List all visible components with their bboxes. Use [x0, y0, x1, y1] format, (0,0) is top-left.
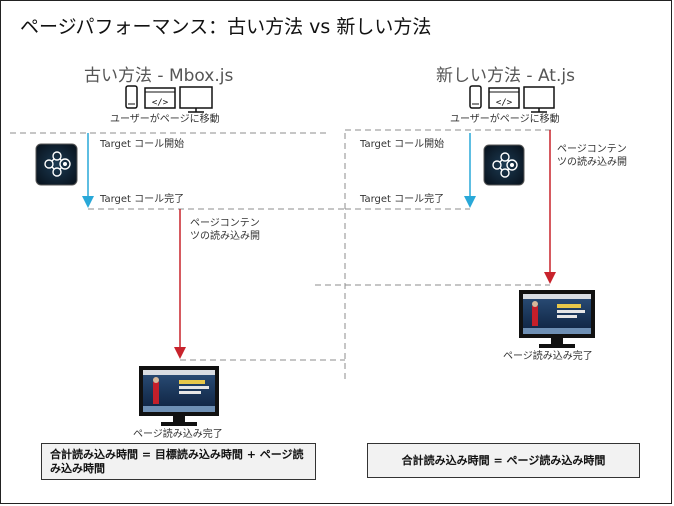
webpage-monitor-icon [519, 290, 595, 348]
old-target-start-label: Target コール開始 [100, 139, 185, 150]
phone-icon [469, 85, 482, 109]
old-page-complete-label: ページ読み込み完了 [133, 429, 223, 440]
new-target-start-label: Target コール開始 [360, 139, 445, 150]
target-hub-icon [35, 143, 78, 186]
monitor-icon [179, 86, 213, 113]
old-target-end-label: Target コール完了 [100, 194, 185, 205]
old-content-load-line1: ページコンテン [190, 218, 260, 229]
new-method-heading: 新しい方法 - At.js [436, 66, 575, 86]
svg-text:</>: </> [496, 98, 513, 108]
old-content-load-label: ページコンテン ツの読み込み開 [190, 217, 260, 243]
code-icon: </> [488, 87, 520, 109]
phone-icon [125, 85, 138, 109]
monitor-icon [523, 86, 555, 113]
old-content-load-line2: ツの読み込み開 [190, 231, 260, 242]
new-content-load-line1: ページコンテン [557, 144, 627, 155]
new-content-load-label: ページコンテン ツの読み込み開 [557, 143, 627, 169]
new-user-action-label: ユーザーがページに移動 [450, 114, 560, 125]
new-content-load-line2: ツの読み込み開 [557, 157, 627, 168]
new-total-time-formula: 合計読み込み時間 = ページ読み込み時間 [367, 443, 640, 478]
old-user-action-label: ユーザーがページに移動 [110, 114, 220, 125]
webpage-monitor-icon [139, 366, 219, 426]
new-target-end-label: Target コール完了 [360, 194, 445, 205]
svg-text:</>: </> [152, 98, 169, 108]
new-device-icons: </> [469, 85, 555, 113]
new-page-complete-label: ページ読み込み完了 [503, 351, 593, 362]
page-title: ページパフォーマンス：古い方法 vs 新しい方法 [20, 16, 432, 38]
old-method-heading: 古い方法 - Mbox.js [84, 66, 234, 86]
old-device-icons: </> [125, 85, 213, 113]
old-total-time-formula: 合計読み込み時間 = 目標読み込み時間 + ページ読み込み時間 [41, 443, 316, 480]
target-hub-icon [483, 144, 525, 186]
code-icon: </> [144, 87, 176, 109]
